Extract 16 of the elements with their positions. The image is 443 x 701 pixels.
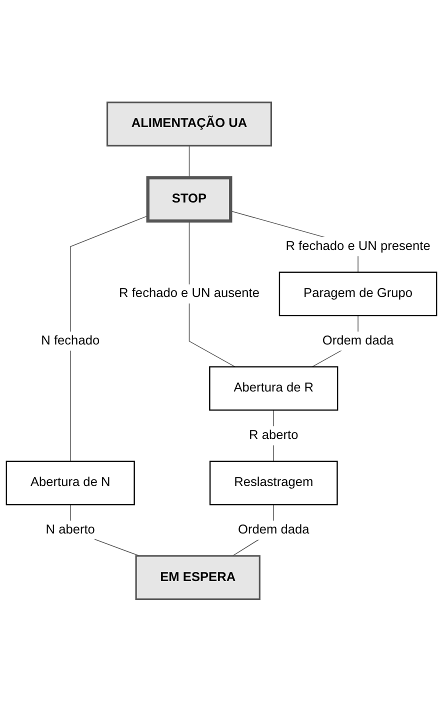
edge-label: Ordem dada: [238, 522, 310, 536]
edge-label: N fechado: [41, 334, 100, 348]
node-box: ALIMENTAÇÃO UA: [106, 101, 272, 146]
connector: [70, 215, 148, 462]
node-box: Reslastragem: [209, 460, 338, 505]
node-box: Abertura de N: [6, 460, 135, 505]
node-box: EM ESPERA: [135, 554, 260, 600]
edge-label: Ordem dada: [322, 334, 394, 348]
node-box: Paragem de Grupo: [278, 271, 438, 316]
edge-label: R fechado e UN presente: [286, 239, 430, 253]
edge-label: R aberto: [249, 428, 298, 442]
edge-label: N aberto: [46, 522, 95, 536]
connector: [188, 144, 190, 178]
edge-label: R fechado e UN ausente: [119, 286, 260, 300]
node-box: Abertura de R: [209, 366, 338, 410]
node-box: STOP: [146, 176, 232, 222]
